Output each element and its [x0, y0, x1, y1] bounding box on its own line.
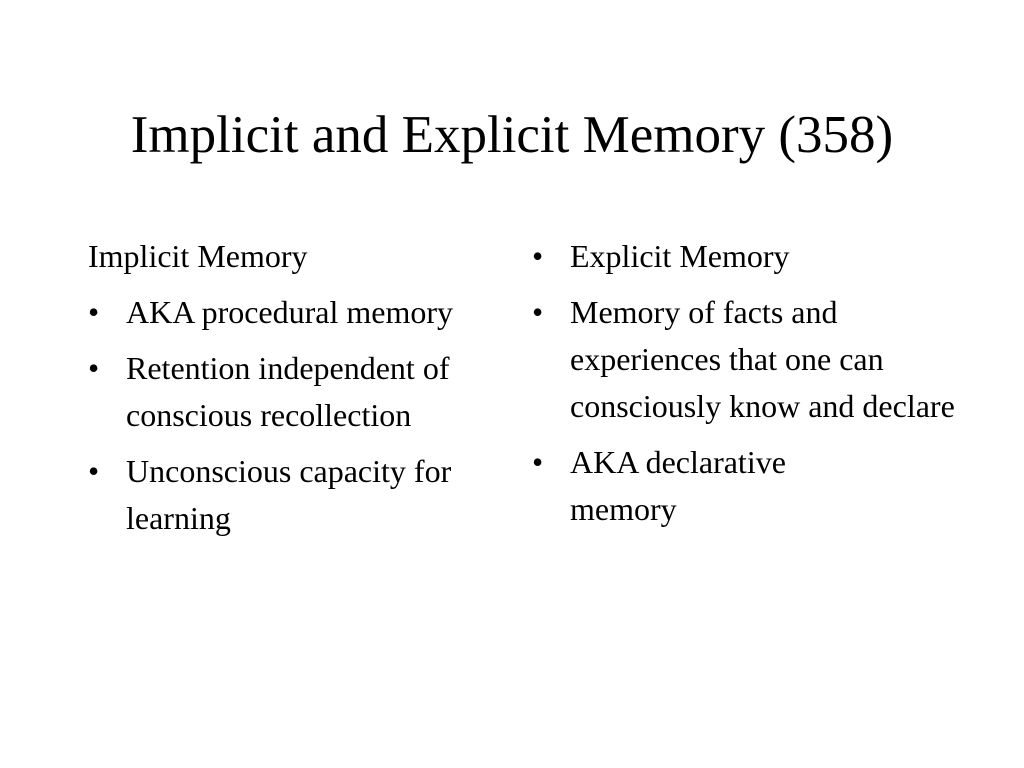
list-item-text: Unconscious capacity for learning	[126, 453, 452, 536]
bullet-icon: •	[532, 238, 544, 274]
list-item-text: Retention independent of conscious recol…	[126, 350, 450, 433]
list-item: • AKA procedural memory	[88, 289, 496, 336]
bullet-icon: •	[532, 294, 544, 330]
bullet-icon: •	[88, 350, 100, 386]
list-item: • Unconscious capacity for learning	[88, 448, 526, 542]
list-item: • Retention independent of conscious rec…	[88, 345, 526, 439]
list-item: • Explicit Memory	[532, 233, 970, 280]
list-item-text: AKA declarative memory	[570, 444, 786, 527]
right-column: • Explicit Memory • Memory of facts and …	[532, 233, 955, 542]
list-item: • AKA declarative memory	[532, 439, 900, 533]
list-item-text: AKA procedural memory	[126, 294, 454, 330]
left-bullet-list: • AKA procedural memory • Retention inde…	[88, 289, 508, 542]
bullet-icon: •	[532, 444, 544, 480]
list-item: • Memory of facts and experiences that o…	[532, 289, 980, 430]
right-bullet-list: • Explicit Memory • Memory of facts and …	[532, 233, 955, 533]
slide-title: Implicit and Explicit Memory (358)	[130, 106, 894, 164]
list-item-text: Explicit Memory	[570, 238, 790, 274]
list-item-text: Memory of facts and experiences that one…	[570, 294, 955, 424]
bullet-icon: •	[88, 294, 100, 330]
bullet-icon: •	[88, 453, 100, 489]
left-column: Implicit Memory • AKA procedural memory …	[88, 233, 508, 551]
left-column-heading: Implicit Memory	[88, 238, 308, 274]
